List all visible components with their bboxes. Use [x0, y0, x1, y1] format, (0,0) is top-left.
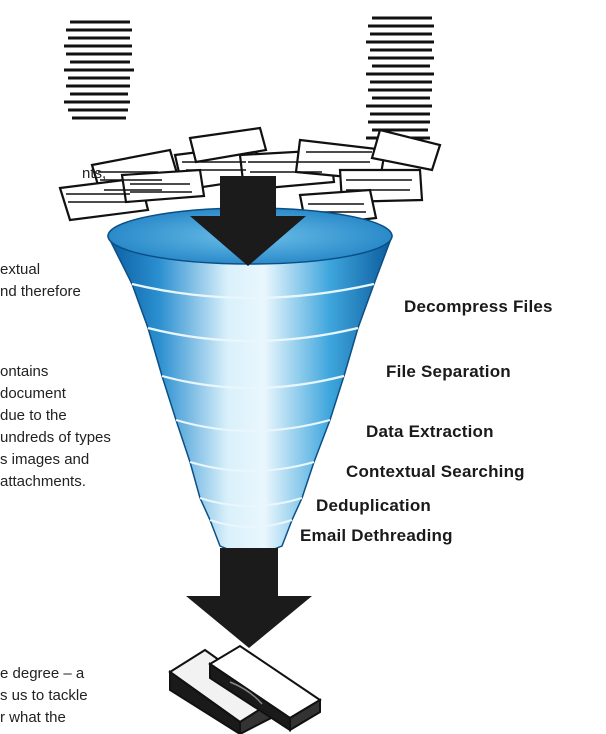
text-fragment: extual — [0, 261, 41, 278]
text-fragment: r what the — [0, 709, 66, 726]
stage-label-email-dethreading: Email Dethreading — [300, 526, 453, 545]
text-fragment: undreds of types — [0, 429, 111, 446]
output-documents-icon — [168, 644, 322, 734]
text-fragment: document — [0, 385, 66, 402]
text-fragment: due to the — [0, 407, 67, 424]
scattered-papers — [58, 126, 442, 228]
text-fragment: nd therefore — [0, 283, 81, 300]
stage-label-data-extraction: Data Extraction — [366, 422, 494, 441]
paper-stack-left — [64, 20, 134, 120]
text-fragment: attachments. — [0, 473, 86, 490]
arrow-out-icon — [186, 548, 312, 648]
paper-stack-right — [366, 16, 434, 140]
stage-label-deduplication: Deduplication — [316, 496, 431, 515]
text-fragment: e degree – a — [0, 665, 85, 682]
text-fragment: ontains — [0, 363, 49, 380]
text-fragment: nts, — [82, 165, 107, 182]
text-fragment: s images and — [0, 451, 90, 468]
stage-label-file-separation: File Separation — [386, 362, 511, 381]
arrow-in-icon — [190, 176, 306, 266]
stage-label-contextual-searching: Contextual Searching — [346, 462, 525, 481]
stage-label-decompress: Decompress Files — [404, 297, 553, 316]
paper-lines — [66, 151, 412, 213]
text-fragment: s us to tackle — [0, 687, 88, 704]
